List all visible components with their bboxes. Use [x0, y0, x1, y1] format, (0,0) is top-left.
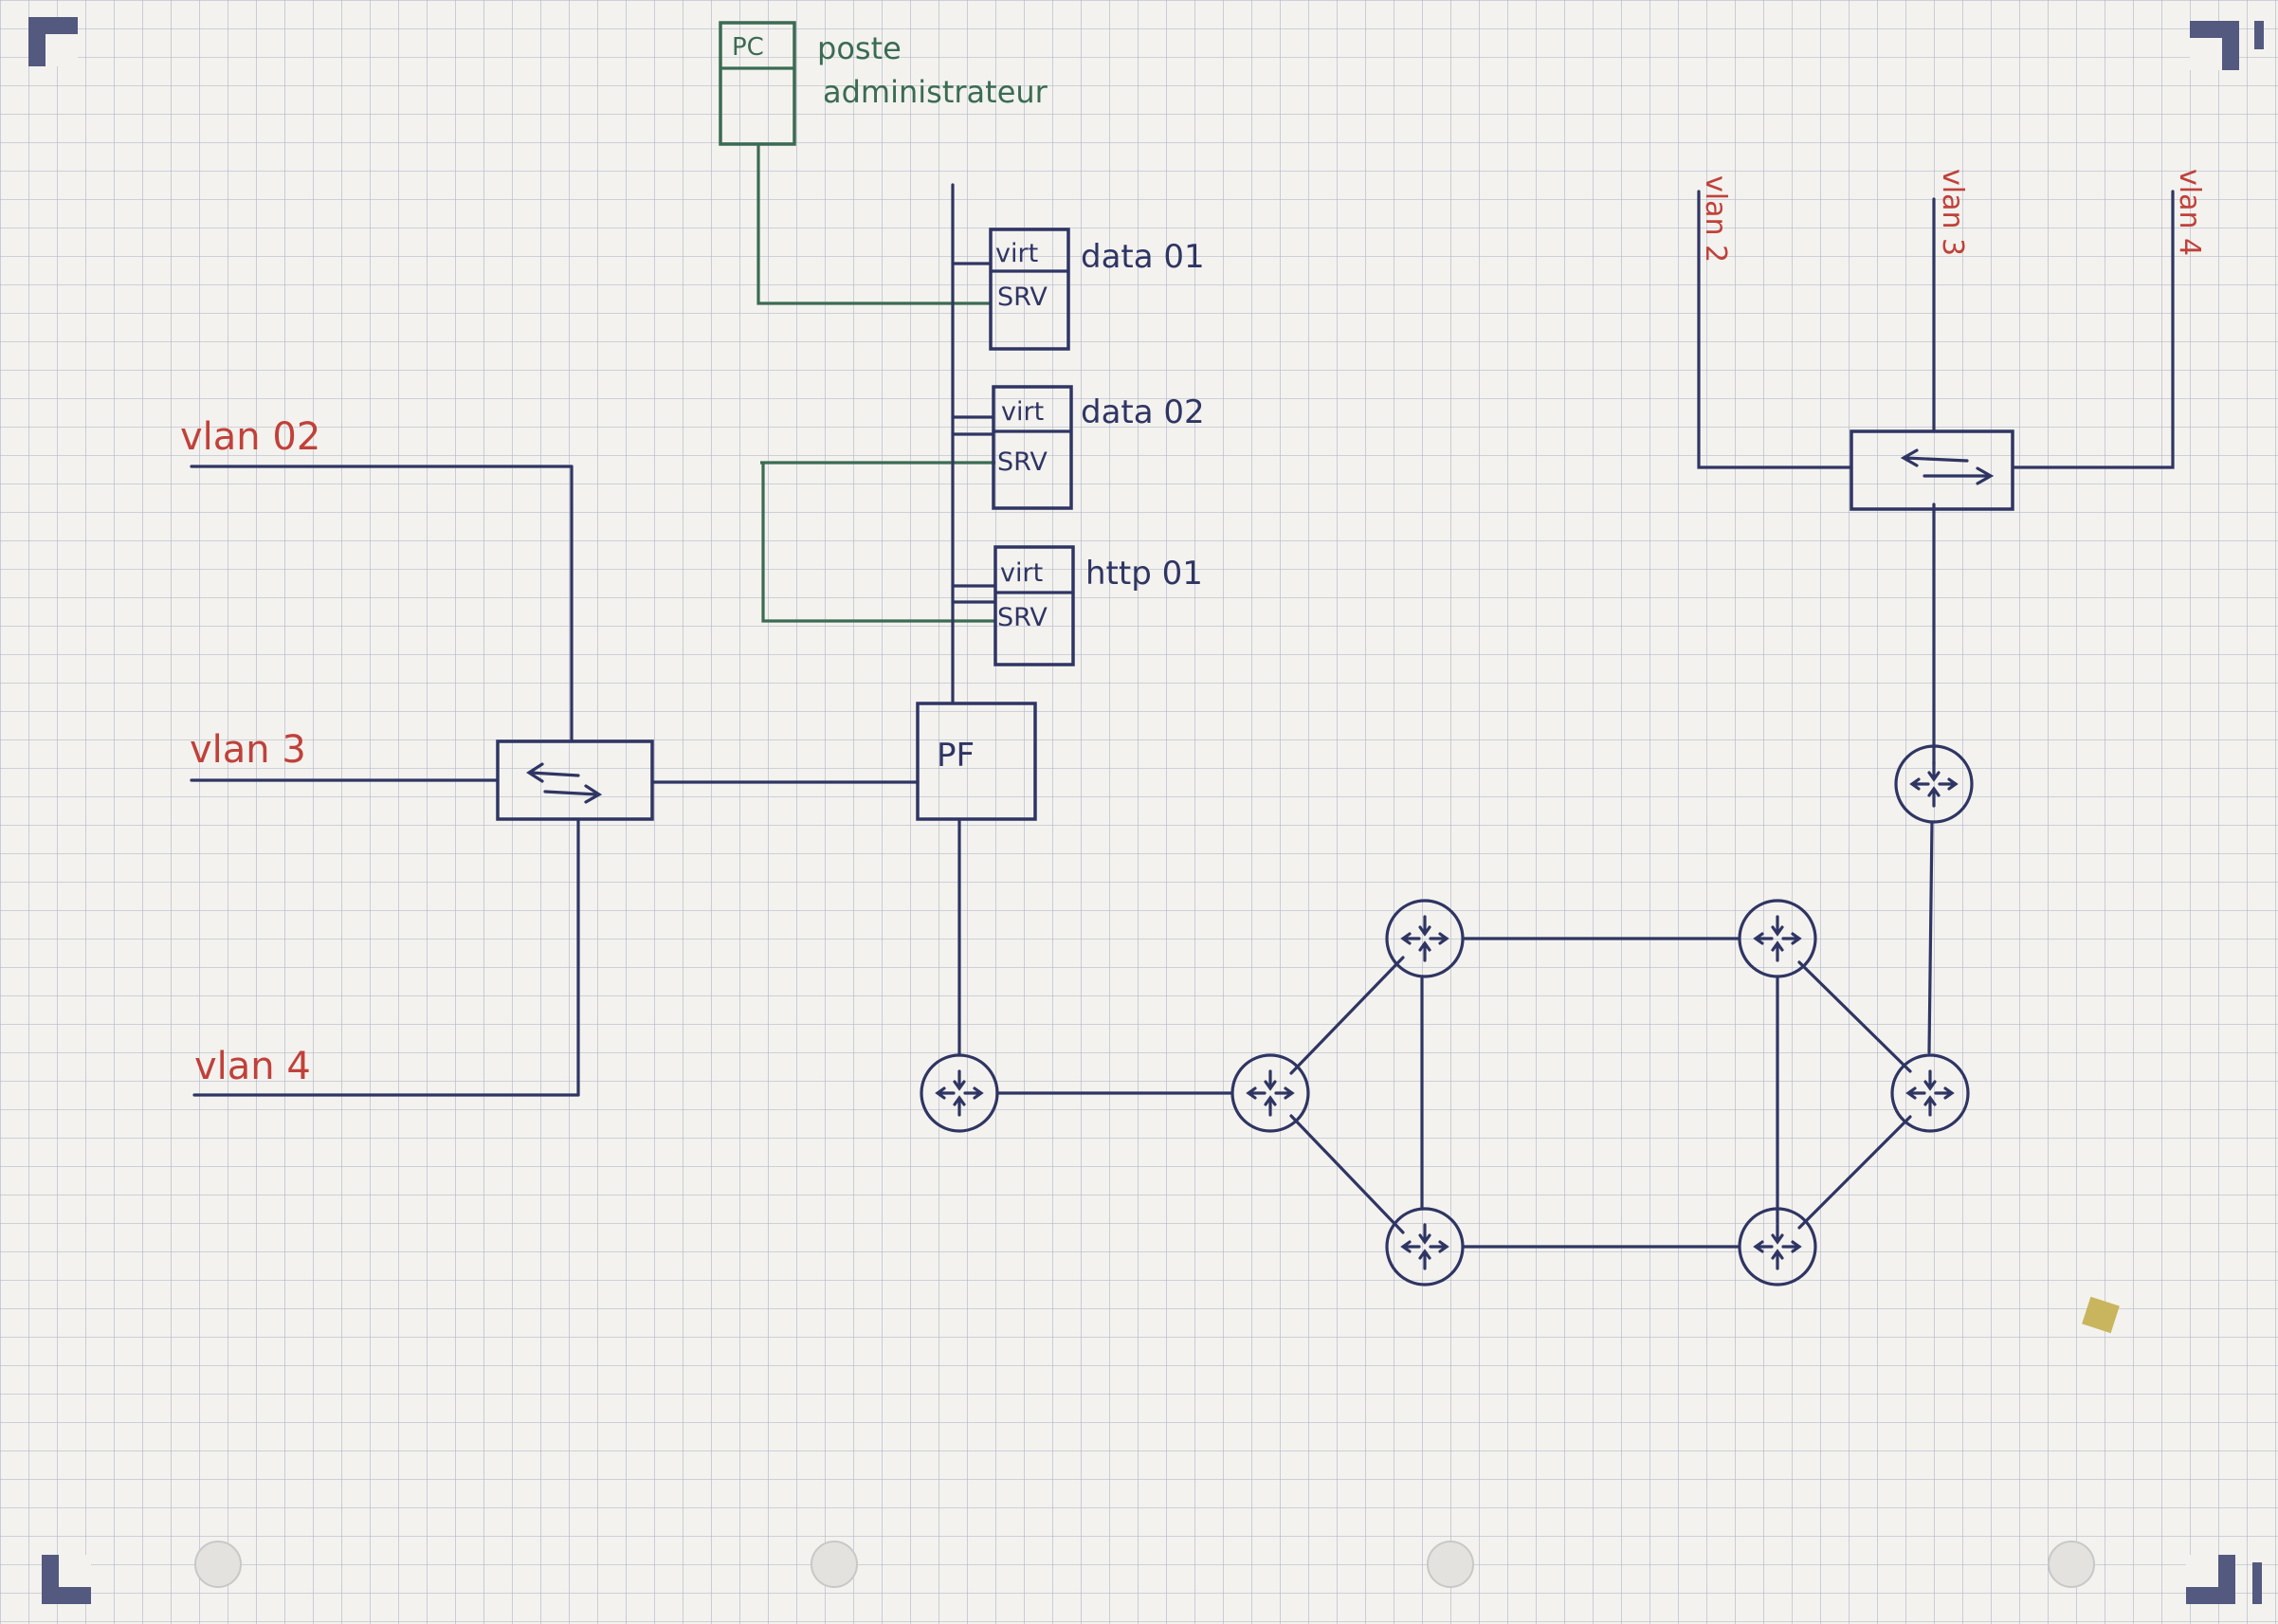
firewall-label: PF	[937, 737, 975, 775]
server-2-line1: virt	[1001, 397, 1044, 427]
server-box-1	[989, 228, 1070, 351]
admin-pc-caption-1: poste	[817, 30, 902, 66]
left-vlan-label-2: vlan 3	[190, 728, 306, 772]
server-bus	[951, 183, 997, 703]
left-switch-links	[190, 465, 920, 1097]
server-2-name: data 02	[1081, 393, 1205, 431]
server-1-name: data 01	[1081, 238, 1205, 276]
server-3-line1: virt	[1000, 558, 1043, 588]
right-vlan-label-3: vlan 4	[2173, 169, 2206, 256]
router-icon	[920, 744, 1974, 1286]
admin-pc-links	[756, 144, 995, 623]
server-2-line2: SRV	[997, 447, 1048, 477]
server-3-line2: SRV	[997, 603, 1048, 632]
admin-pc-label: PC	[732, 33, 764, 62]
corner-marker-icon	[28, 17, 2264, 1604]
firewall-box	[916, 702, 1037, 821]
punch-hole-icon	[194, 1541, 2095, 1588]
right-vlan-label-1: vlan 2	[1699, 175, 1732, 263]
switch-icon	[1900, 448, 1995, 485]
switch-icon	[526, 762, 603, 804]
server-box-2	[992, 385, 1073, 510]
paper-stain	[2082, 1296, 2120, 1334]
right-vlan-label-2: vlan 3	[1936, 169, 1969, 256]
server-1-line1: virt	[995, 239, 1038, 268]
server-3-name: http 01	[1085, 555, 1203, 593]
router-mesh-links	[996, 502, 1936, 1249]
server-1-line2: SRV	[997, 283, 1048, 312]
left-vlan-label-3: vlan 4	[194, 1045, 311, 1088]
left-vlan-label-1: vlan 02	[180, 415, 320, 459]
admin-pc-caption-2: administrateur	[823, 74, 1048, 110]
right-switch-links	[1697, 190, 2175, 469]
left-switch	[496, 739, 654, 821]
right-switch	[1850, 429, 2014, 511]
server-box-3	[993, 545, 1075, 666]
